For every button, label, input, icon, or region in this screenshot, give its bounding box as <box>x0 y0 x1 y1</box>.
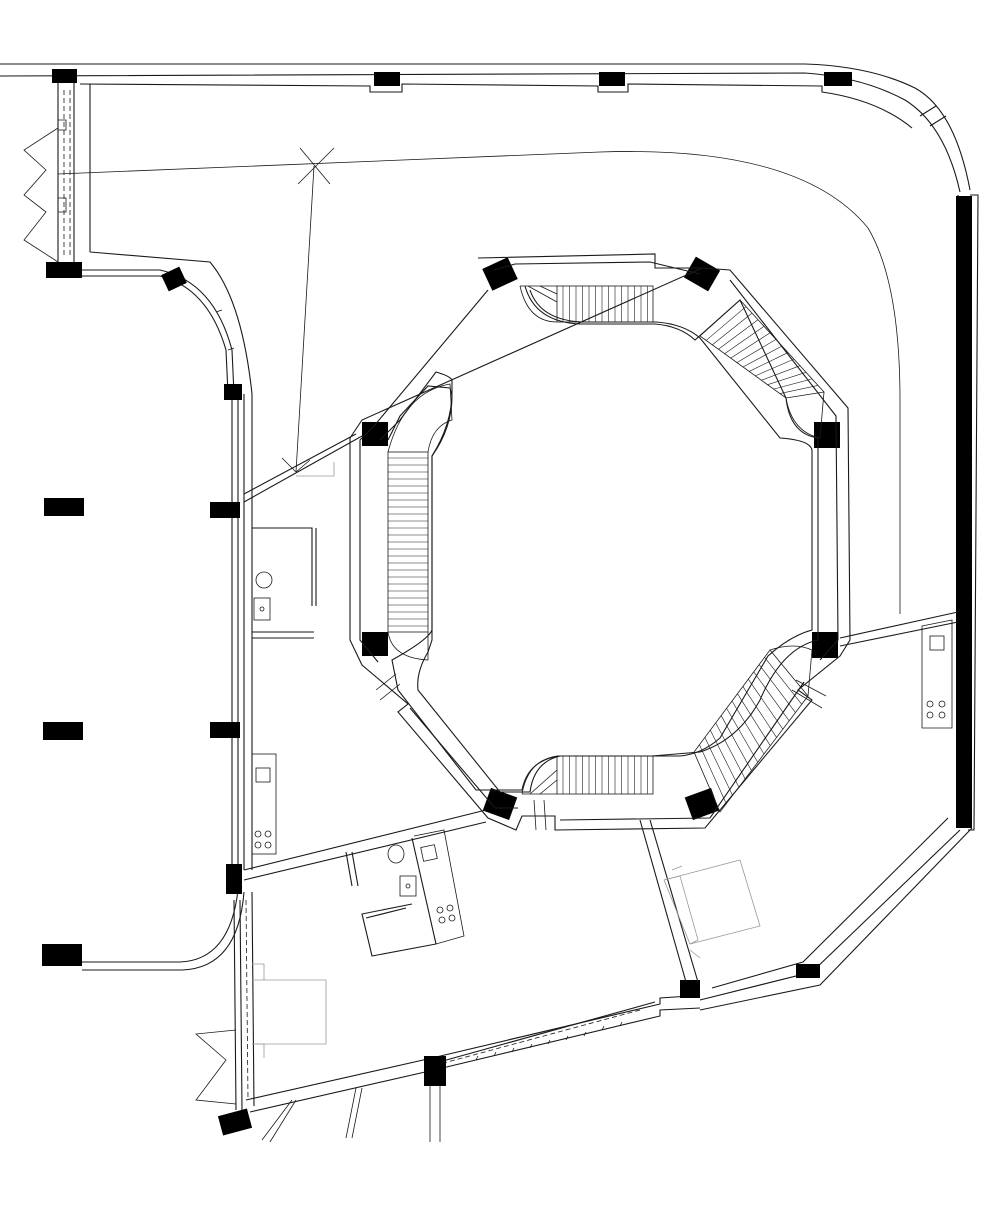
column <box>362 632 388 656</box>
sink <box>399 875 417 897</box>
stair-tread <box>736 339 777 363</box>
column <box>824 72 852 86</box>
column <box>52 69 77 83</box>
column <box>956 196 972 828</box>
column <box>210 502 240 518</box>
stair-tread <box>726 708 758 763</box>
stair-tread <box>724 326 765 354</box>
stair-tread <box>755 358 795 377</box>
stair-tread <box>704 737 733 796</box>
stair-tread <box>699 744 727 804</box>
kitchen-counter <box>251 753 277 855</box>
column <box>226 864 242 894</box>
stair-tread <box>779 385 819 394</box>
stair-tread <box>720 715 752 771</box>
sink <box>255 767 271 783</box>
stair-tread <box>748 678 784 730</box>
kitchen-counter <box>921 619 953 729</box>
window-mullions <box>215 309 623 1061</box>
column <box>161 266 187 292</box>
stair-tread <box>758 664 796 713</box>
stair-tread <box>730 332 771 359</box>
stair-lower-right <box>693 645 813 813</box>
column <box>599 72 625 86</box>
stair-tread <box>753 671 790 722</box>
bed-headboard <box>663 875 699 945</box>
column <box>796 964 820 978</box>
column <box>482 257 518 291</box>
column <box>374 72 400 86</box>
stair-tread <box>712 312 753 346</box>
column <box>217 1108 253 1136</box>
column <box>424 1056 446 1086</box>
stair-tread <box>749 352 789 372</box>
stair-tread <box>718 319 759 350</box>
stair-tread <box>715 722 746 779</box>
column <box>42 944 82 966</box>
sink <box>929 635 945 651</box>
column <box>683 256 721 292</box>
stair-tread <box>773 378 813 390</box>
column <box>482 787 518 821</box>
stair-bottom <box>521 755 654 795</box>
sink <box>253 597 271 621</box>
stair-left <box>387 383 453 661</box>
stair-tread <box>705 306 747 341</box>
column <box>43 722 83 740</box>
structural-columns <box>42 69 972 1136</box>
column <box>680 980 700 998</box>
stair-tread <box>737 693 771 746</box>
column <box>46 262 82 278</box>
fixtures <box>251 571 953 945</box>
central-atrium <box>349 253 851 831</box>
column <box>684 787 720 821</box>
stair-tread <box>731 700 765 755</box>
column <box>210 722 240 738</box>
stair-tread <box>761 365 801 381</box>
furniture <box>252 462 761 1058</box>
toilet <box>255 571 273 589</box>
stair-top <box>519 285 654 323</box>
stair-upper-right <box>699 299 825 439</box>
stair-tread <box>764 657 802 705</box>
column <box>224 384 242 400</box>
stair-tread <box>710 730 740 788</box>
outer-wall <box>0 63 979 1143</box>
bed <box>252 979 327 1045</box>
toilet <box>387 844 405 864</box>
stair-tread <box>742 345 783 368</box>
stair-tread <box>742 686 777 738</box>
bed <box>663 859 761 945</box>
column <box>44 498 84 516</box>
stair-tread <box>767 372 807 385</box>
interior-partitions <box>57 147 959 983</box>
